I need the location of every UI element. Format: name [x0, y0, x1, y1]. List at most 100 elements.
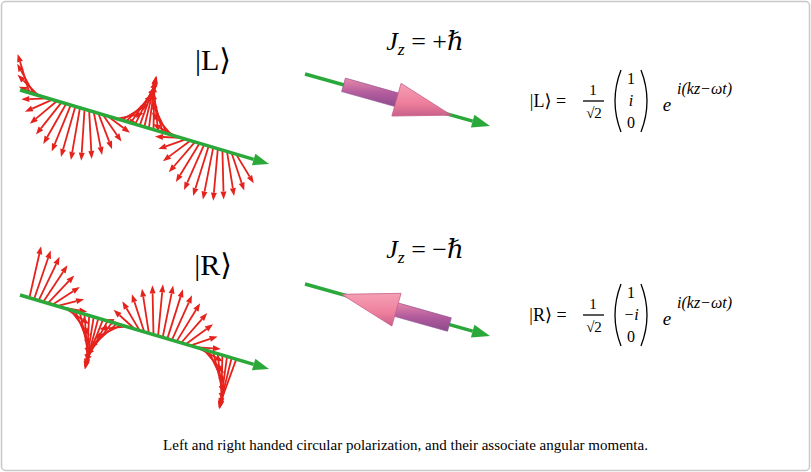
field-arrowhead	[150, 285, 156, 293]
field-vector	[222, 150, 223, 191]
axis-arrowhead	[471, 325, 490, 338]
field-arrowhead	[140, 104, 148, 111]
matrix-paren	[615, 70, 621, 132]
field-arrowhead	[122, 301, 129, 309]
state-label: |L⟩	[195, 45, 231, 75]
figure-caption: Left and right handed circular polarizat…	[163, 437, 648, 454]
matrix-paren	[641, 70, 647, 132]
field-vector	[20, 62, 29, 93]
axis-line	[20, 90, 254, 159]
field-vector	[169, 141, 190, 157]
field-arrowhead	[52, 143, 58, 152]
value: = −ℏ	[405, 235, 464, 264]
field-arrowhead	[176, 174, 183, 182]
fraction-numerator: 1	[589, 297, 597, 312]
vector-component: 1	[627, 285, 635, 301]
field-arrowhead	[114, 133, 121, 141]
spin-arrow	[305, 284, 490, 337]
field-vector	[180, 143, 199, 175]
field-arrowhead	[211, 192, 217, 200]
state-symbol: |R⟩ =	[529, 306, 566, 324]
field-arrowhead	[98, 147, 104, 155]
field-arrowhead	[135, 112, 143, 118]
field-arrowhead	[193, 303, 200, 311]
field-arrowhead	[202, 191, 208, 199]
field-arrowhead	[219, 392, 225, 400]
field-arrowhead	[61, 265, 68, 273]
state-label: |R⟩	[194, 250, 232, 280]
field-arrowhead	[81, 317, 89, 324]
field-arrowhead	[106, 141, 112, 150]
field-arrowhead	[79, 152, 85, 160]
field-vector	[41, 102, 62, 128]
axis-arrowhead	[252, 359, 269, 371]
propagation-axis	[20, 90, 269, 165]
matrix-paren	[615, 284, 621, 346]
field-vector	[36, 101, 57, 119]
vector-component: 0	[627, 329, 635, 345]
spin-body	[342, 78, 404, 108]
field-arrowhead	[178, 289, 184, 298]
field-arrowhead	[184, 182, 190, 191]
field-vector	[174, 142, 195, 166]
vector-component: 1	[627, 71, 635, 87]
vector-component: 0	[627, 115, 635, 131]
field-arrowhead	[25, 106, 34, 112]
exponential-base: e	[663, 309, 671, 328]
field-arrowhead	[169, 286, 175, 294]
field-vector	[29, 254, 39, 298]
field-arrowhead	[158, 144, 167, 150]
field-vector	[134, 302, 144, 332]
field-vector	[89, 111, 91, 151]
spin-cone	[342, 293, 401, 326]
field-arrowhead	[247, 175, 254, 183]
axis-arrowhead	[471, 115, 490, 128]
axis-arrowhead	[252, 154, 269, 166]
field-arrowhead	[239, 182, 245, 191]
field-vector	[140, 85, 155, 126]
field-arrowhead	[132, 294, 138, 303]
field-arrowhead	[71, 287, 79, 294]
symbol: J	[386, 27, 398, 56]
field-arrowhead	[218, 376, 224, 385]
field-arrowhead	[84, 347, 90, 355]
field-arrowhead	[69, 152, 75, 160]
subscript: z	[398, 247, 405, 267]
field-arrowhead	[219, 385, 225, 393]
field-arrowhead	[220, 191, 226, 199]
field-vector	[143, 297, 149, 334]
field-arrowhead	[155, 134, 163, 140]
axis-line	[20, 295, 254, 364]
field-arrowhead	[186, 295, 192, 304]
value: = +ℏ	[405, 27, 464, 56]
field-vector	[82, 109, 85, 152]
axis-line	[305, 74, 473, 121]
exponential-base: e	[663, 95, 671, 114]
state-symbol: |L⟩ =	[530, 92, 566, 110]
field-vector	[232, 153, 242, 183]
spin-body	[390, 302, 452, 332]
field-vector	[152, 293, 155, 334]
field-vector	[187, 145, 204, 183]
field-arrowhead	[76, 298, 84, 304]
field-vector	[121, 108, 142, 120]
angular-momentum-group	[305, 74, 490, 337]
vector-component: −i	[623, 307, 638, 323]
field-vector	[34, 258, 48, 299]
field-arrowhead	[36, 246, 42, 254]
field-vector	[214, 149, 218, 193]
field-arrowhead	[53, 257, 59, 266]
field-arrowhead	[84, 354, 90, 362]
field-arrowhead	[60, 148, 66, 157]
field-vector	[52, 291, 73, 304]
axis-line	[305, 284, 473, 331]
fraction-denominator: √2	[586, 106, 602, 121]
spin-cone	[392, 83, 451, 116]
field-arrowhead	[193, 187, 199, 196]
field-vector	[186, 329, 207, 344]
angular-momentum-label: Jz = +ℏ	[386, 29, 464, 55]
field-vector	[158, 292, 162, 336]
matrix-paren	[641, 284, 647, 346]
field-vector	[204, 148, 213, 192]
